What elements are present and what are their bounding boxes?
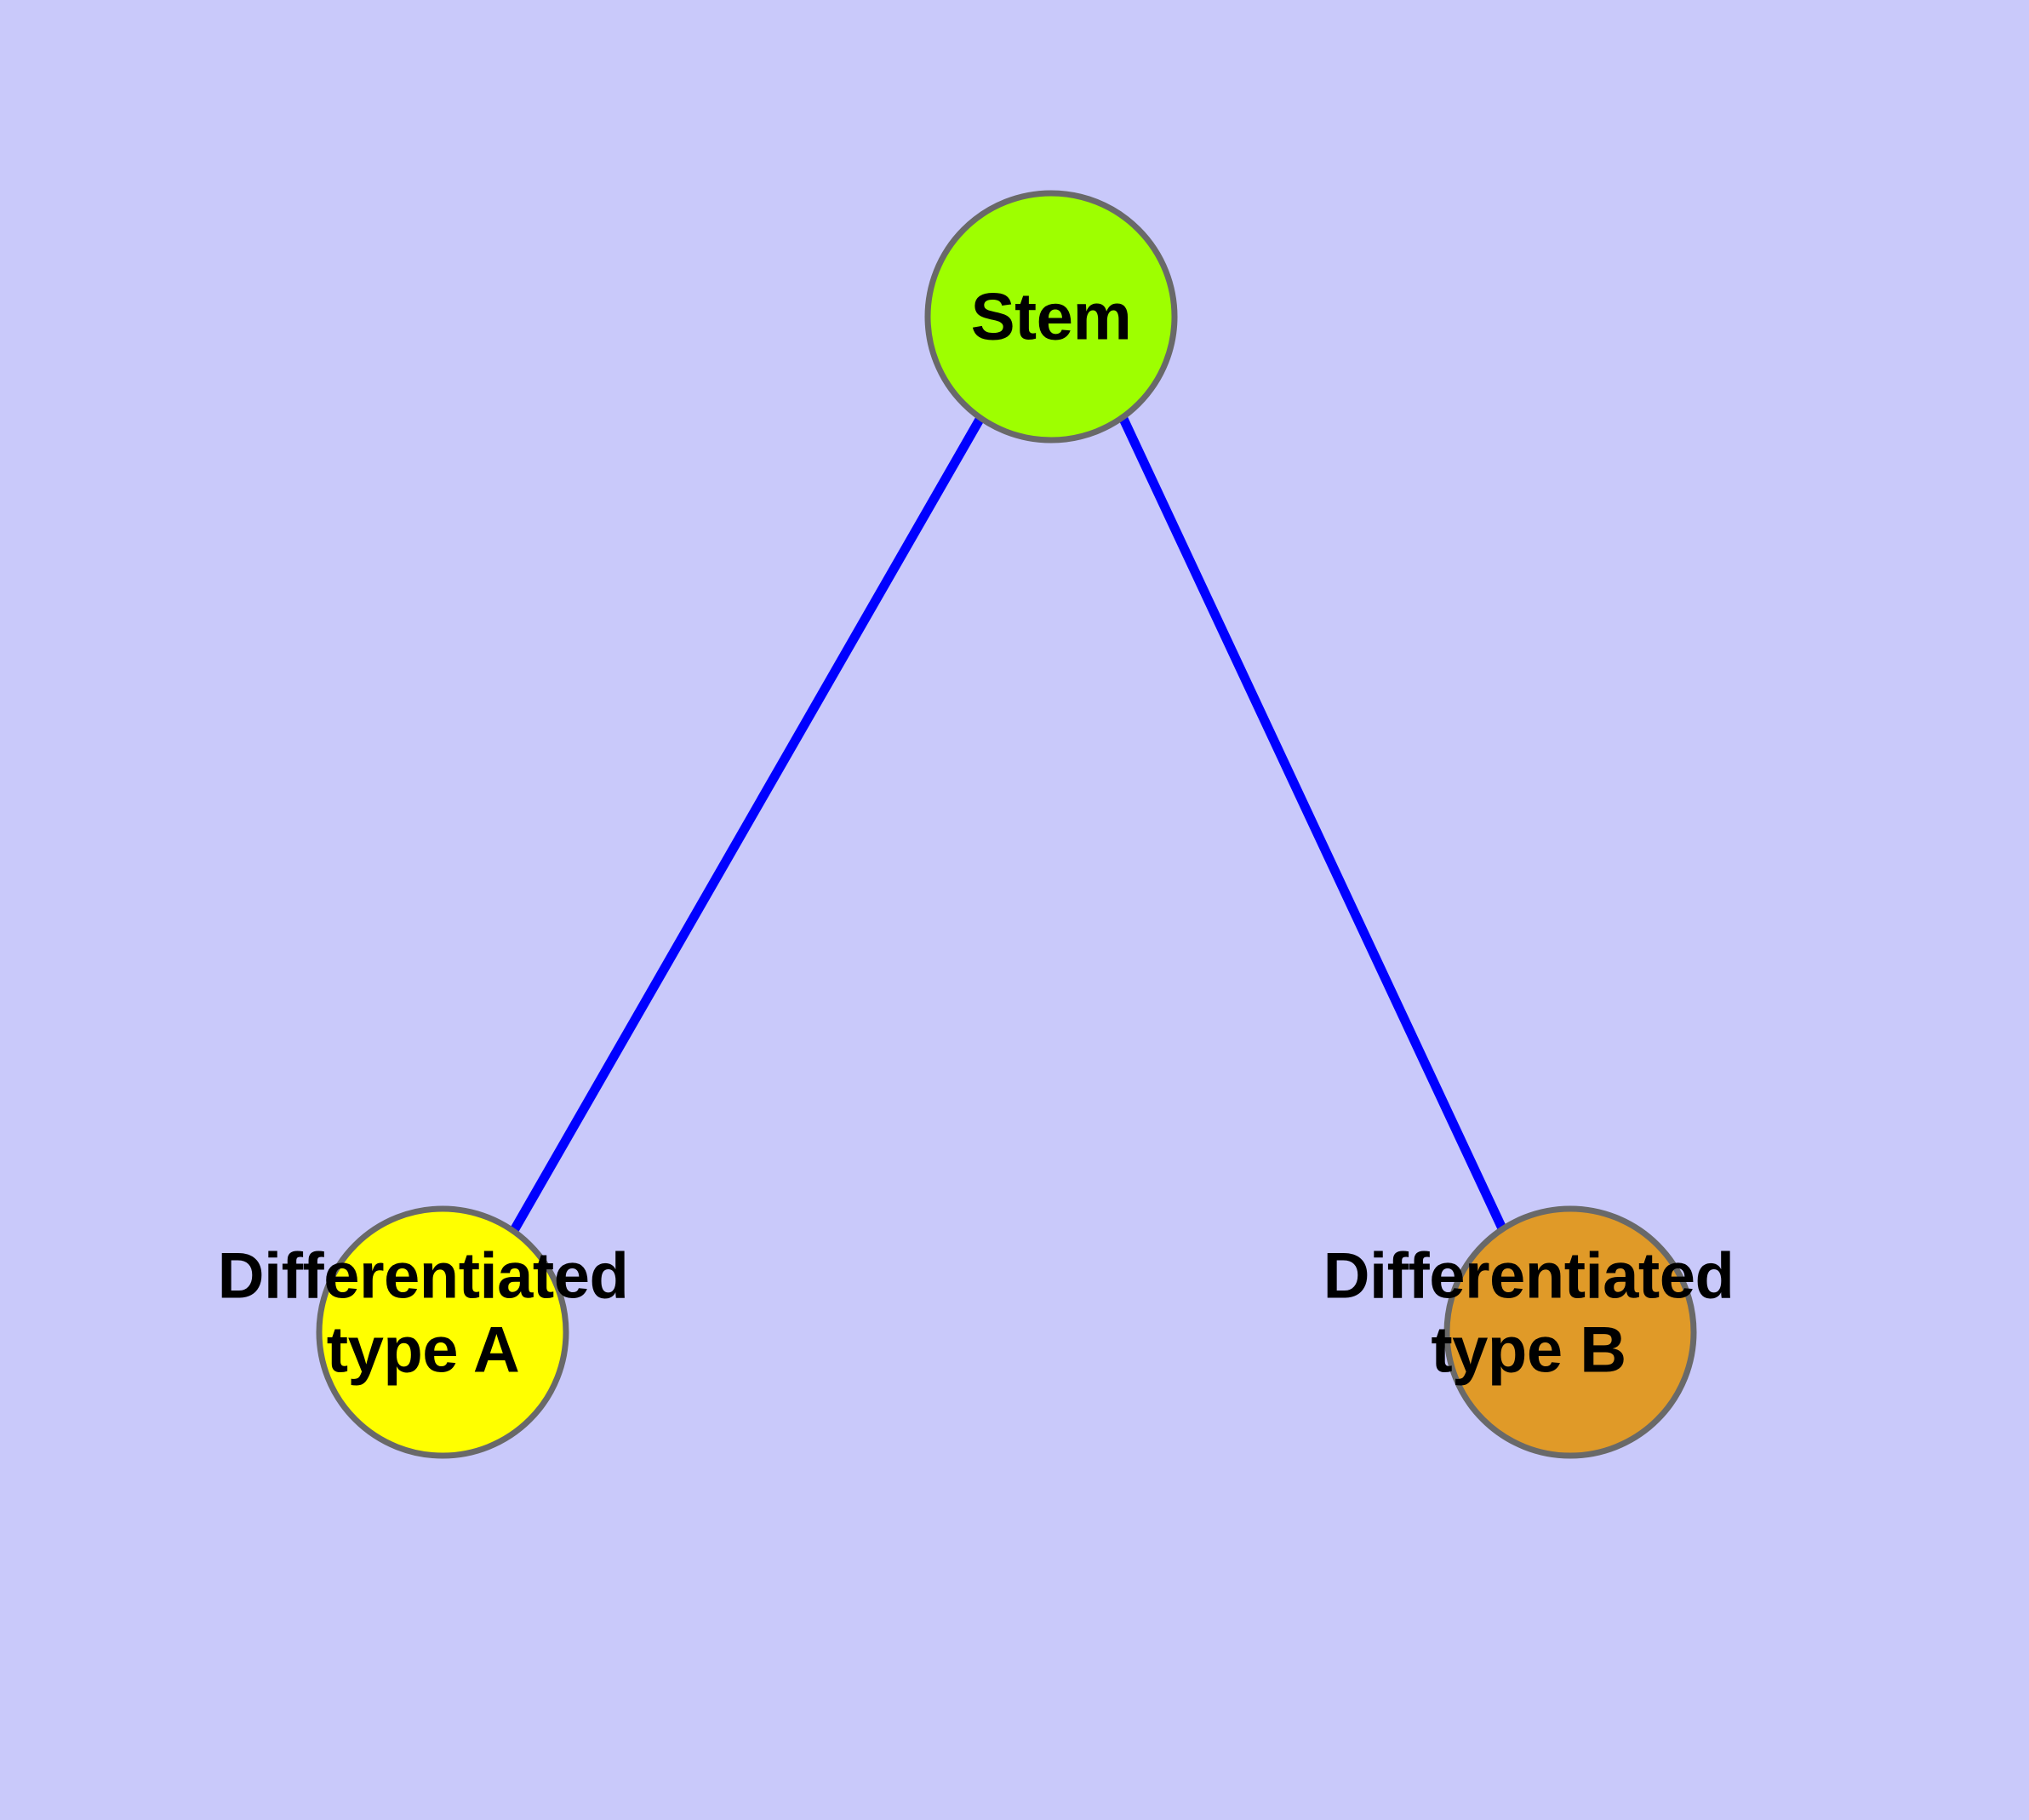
edge-stem-to-type-b[interactable]	[1119, 416, 1506, 1231]
node-differentiated-type-b[interactable]	[1443, 1205, 1697, 1459]
nodes-group	[316, 190, 1697, 1459]
node-stem[interactable]	[924, 190, 1178, 444]
edges-group	[509, 415, 1506, 1234]
edge-stem-to-type-a[interactable]	[509, 415, 985, 1234]
node-differentiated-type-a[interactable]	[316, 1205, 569, 1459]
